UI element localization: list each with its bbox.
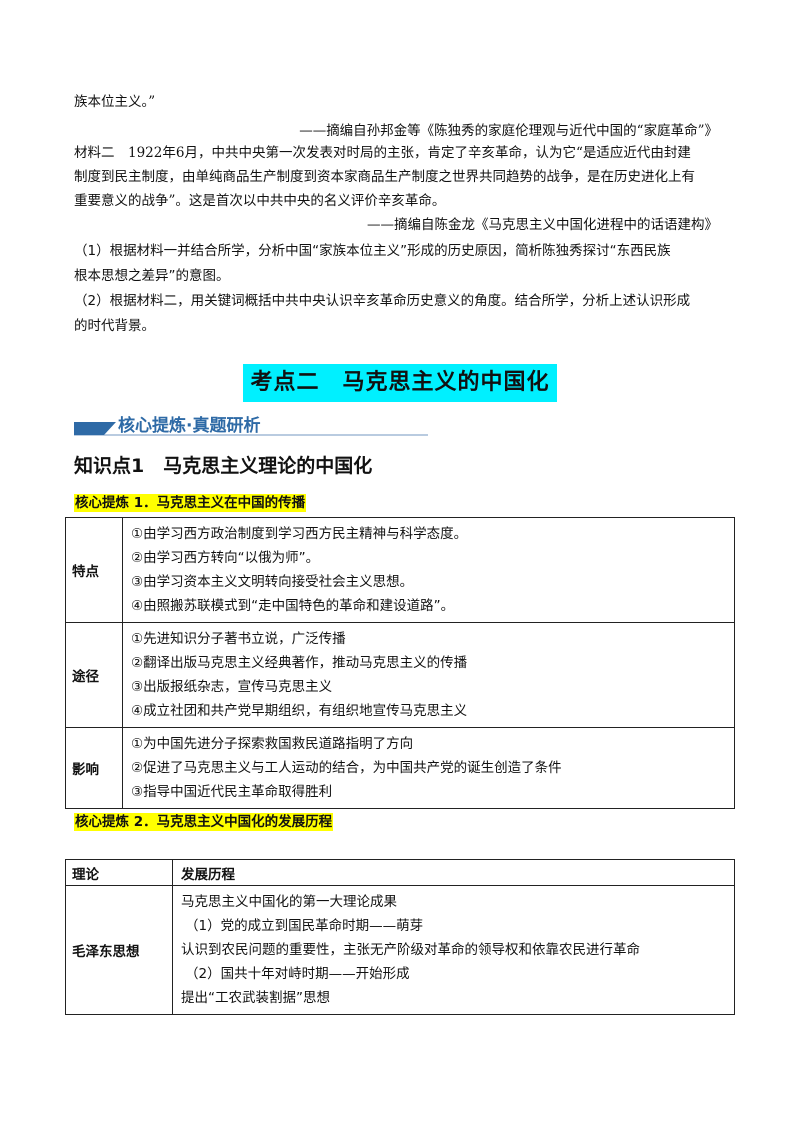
- material-text-line: 制度到民主制度，由单纯商品生产制度到资本家商品生产制度之世界共同趋势的战争，是在…: [74, 169, 695, 185]
- list-item: （1）党的成立到国民革命时期——萌芽: [185, 918, 424, 934]
- list-item: ②由学习西方转向“以俄为师”。: [131, 550, 320, 566]
- source-citation: ——摘编自陈金龙《马克思主义中国化进程中的话语建构》: [367, 217, 718, 233]
- column-header-theory: 理论: [65, 859, 173, 886]
- row-head: 影响: [65, 727, 123, 809]
- core-banner: 核心提炼·真题研析: [74, 414, 428, 438]
- section-title: 考点二 马克思主义的中国化: [243, 364, 557, 402]
- list-item: 提出“工农武装割据”思想: [181, 990, 330, 1006]
- material-text-line: 重要意义的战争”。这是首次以中共中央的名义评价辛亥革命。: [74, 193, 446, 209]
- question-text: 根本思想之差异”的意图。: [74, 268, 230, 284]
- row-head: 毛泽东思想: [65, 885, 173, 1015]
- core-heading-2: 核心提炼 2．马克思主义中国化的发展历程: [74, 813, 334, 831]
- list-item: 马克思主义中国化的第一大理论成果: [181, 894, 397, 910]
- list-item: ④成立社团和共产党早期组织，有组织地宣传马克思主义: [131, 703, 468, 719]
- list-item: ①先进知识分子著书立说，广泛传播: [131, 631, 346, 647]
- row-body: ①由学习西方政治制度到学习西方民主精神与科学态度。 ②由学习西方转向“以俄为师”…: [122, 517, 735, 623]
- list-item: ③指导中国近代民主革命取得胜利: [131, 784, 333, 800]
- development-table: 理论 发展历程 毛泽东思想 马克思主义中国化的第一大理论成果 （1）党的成立到国…: [65, 859, 735, 1015]
- list-item: ②促进了马克思主义与工人运动的结合，为中国共产党的诞生创造了条件: [131, 760, 562, 776]
- row-body: ①为中国先进分子探索救国救民道路指明了方向 ②促进了马克思主义与工人运动的结合，…: [122, 727, 735, 809]
- table-header-row: 理论 发展历程: [65, 859, 735, 886]
- row-head: 特点: [65, 517, 123, 623]
- column-header-history: 发展历程: [172, 859, 735, 886]
- source-citation: ——摘编自孙邦金等《陈独秀的家庭伦理观与近代中国的“家庭革命”》: [299, 123, 718, 139]
- question-text: （1）根据材料一并结合所学，分析中国“家族本位主义”形成的历史原因，简析陈独秀探…: [74, 243, 671, 259]
- list-item: ③出版报纸杂志，宣传马克思主义: [131, 679, 333, 695]
- question-text: 的时代背景。: [74, 318, 155, 334]
- banner-text: 核心提炼·真题研析: [118, 416, 261, 436]
- material-text-line: 族本位主义。”: [74, 94, 156, 110]
- list-item: （2）国共十年对峙时期——开始形成: [185, 966, 410, 982]
- list-item: ③由学习资本主义文明转向接受社会主义思想。: [131, 574, 414, 590]
- question-text: （2）根据材料二，用关键词概括中共中央认识辛亥革命历史意义的角度。结合所学，分析…: [74, 293, 691, 309]
- core-heading-1: 核心提炼 1．马克思主义在中国的传播: [74, 494, 307, 512]
- row-body: ①先进知识分子著书立说，广泛传播 ②翻译出版马克思主义经典著作，推动马克思主义的…: [122, 622, 735, 728]
- spread-table: 特点 ①由学习西方政治制度到学习西方民主精神与科学态度。 ②由学习西方转向“以俄…: [65, 517, 735, 809]
- banner-block-icon: [74, 422, 104, 435]
- list-item: 认识到农民问题的重要性，主张无产阶级对革命的领导权和依靠农民进行革命: [181, 942, 640, 958]
- row-body: 马克思主义中国化的第一大理论成果 （1）党的成立到国民革命时期——萌芽 认识到农…: [172, 885, 735, 1015]
- table-row: 影响 ①为中国先进分子探索救国救民道路指明了方向 ②促进了马克思主义与工人运动的…: [65, 727, 735, 809]
- list-item: ①为中国先进分子探索救国救民道路指明了方向: [131, 736, 414, 752]
- list-item: ①由学习西方政治制度到学习西方民主精神与科学态度。: [131, 526, 468, 542]
- list-item: ④由照搬苏联模式到“走中国特色的革命和建设道路”。: [131, 598, 455, 614]
- banner-underline: [74, 434, 428, 436]
- banner-triangle-icon: [104, 422, 116, 435]
- table-row: 毛泽东思想 马克思主义中国化的第一大理论成果 （1）党的成立到国民革命时期——萌…: [65, 885, 735, 1015]
- row-head: 途径: [65, 622, 123, 728]
- table-row: 特点 ①由学习西方政治制度到学习西方民主精神与科学态度。 ②由学习西方转向“以俄…: [65, 517, 735, 623]
- table-row: 途径 ①先进知识分子著书立说，广泛传播 ②翻译出版马克思主义经典著作，推动马克思…: [65, 622, 735, 728]
- knowledge-point-title: 知识点1 马克思主义理论的中国化: [74, 455, 373, 477]
- material-text-line: 材料二 1922年6月，中共中央第一次发表对时局的主张，肯定了辛亥革命，认为它“…: [74, 145, 691, 161]
- list-item: ②翻译出版马克思主义经典著作，推动马克思主义的传播: [131, 655, 468, 671]
